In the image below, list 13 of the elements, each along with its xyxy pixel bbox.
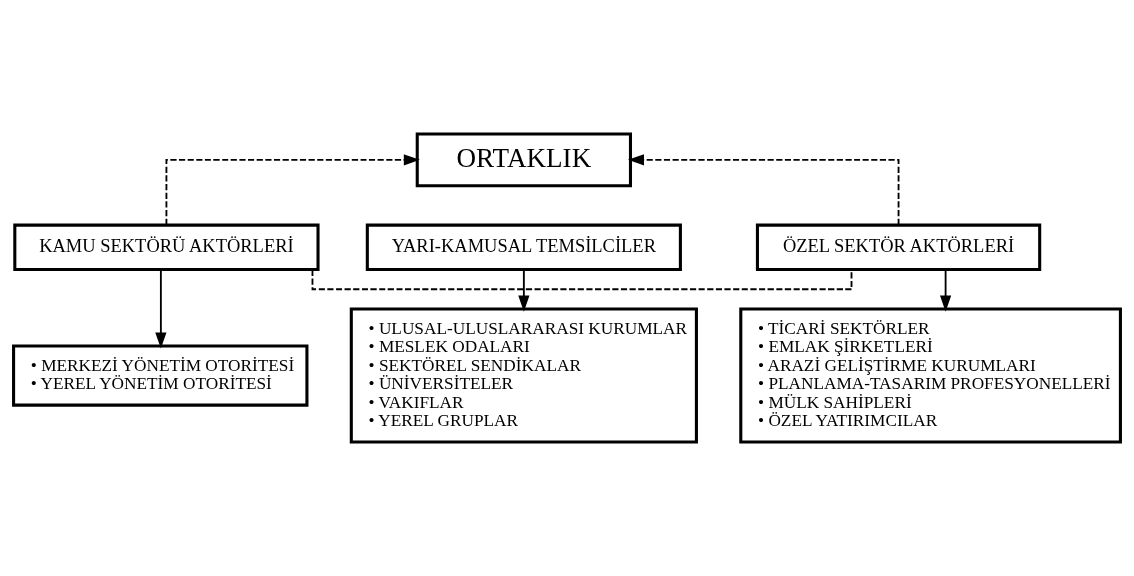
node-box: ÖZEL SEKTÖR AKTÖRLERİ <box>755 223 1042 272</box>
node-box: • TİCARİ SEKTÖRLER • EMLAK ŞİRKETLERİ • ARAZİ GELİŞTİRME KURUMLARI • PLANLAMA-TASARIM PROFESYONELLERİ • MÜLK SAHİPLERİ • ÖZEL YATIRIMCILAR <box>739 307 1122 444</box>
node-box: • ULUSAL-ULUSLARARASI KURUMLAR • MESLEK ODALARI • SEKTÖREL SENDİKALAR • ÜNİVERSİTELER • VAKIFLAR • YEREL GRUPLAR <box>349 307 698 444</box>
arrow <box>627 154 900 226</box>
node-box: KAMU SEKTÖRÜ AKTÖRLERİ <box>13 223 320 272</box>
node-box: ORTAKLIK <box>415 132 632 188</box>
arrow <box>165 154 420 226</box>
arrow <box>155 268 167 349</box>
node-box: • MERKEZİ YÖNETİM OTORİTESİ • YEREL YÖNETİM OTORİTESİ <box>12 344 309 407</box>
connector <box>311 268 853 291</box>
node-box: YARI-KAMUSAL TEMSİLCİLER <box>365 223 682 272</box>
arrow <box>518 268 530 312</box>
arrow <box>940 268 952 312</box>
